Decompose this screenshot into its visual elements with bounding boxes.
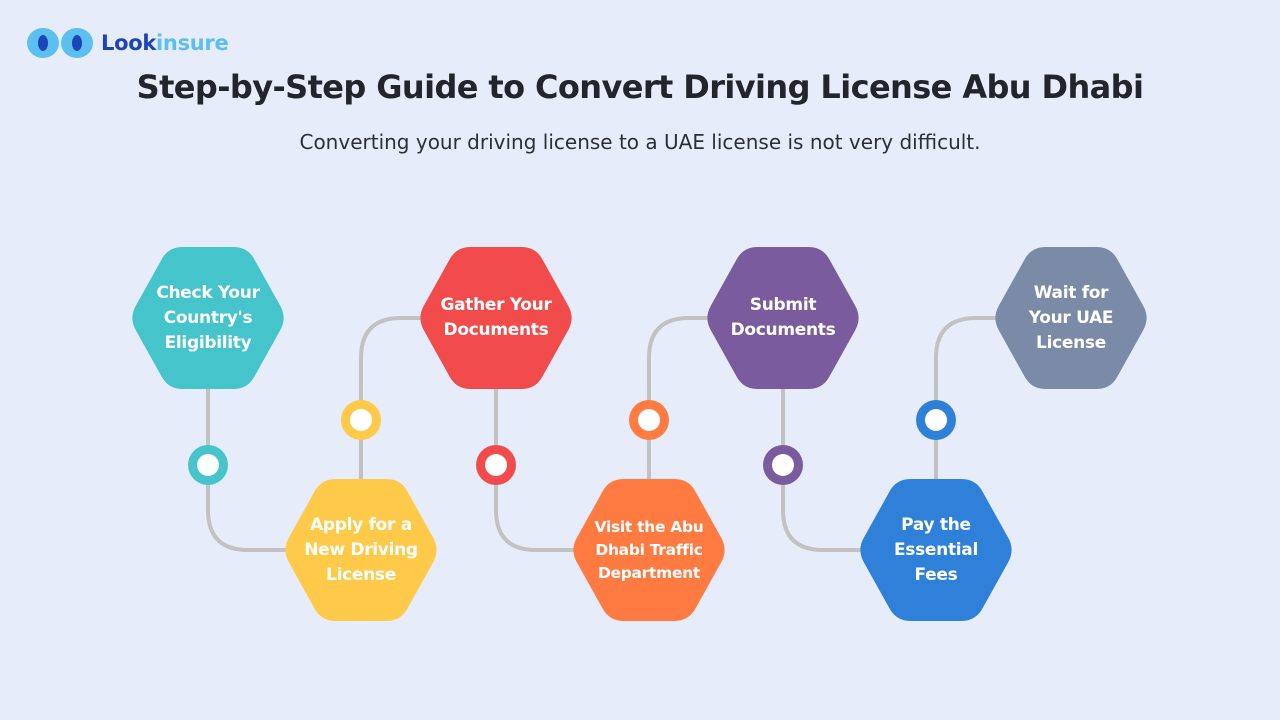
step-hexagon-4: [573, 479, 725, 621]
step-label-line: Wait for: [1033, 282, 1109, 303]
step-label-line: Submit: [749, 295, 817, 315]
connectors: [206, 316, 998, 552]
step-hexagon-6: [860, 479, 1012, 621]
step-label-line: Documents: [443, 320, 549, 340]
connector-line-6: [934, 316, 998, 481]
step-label-line: Documents: [730, 320, 836, 340]
connector-dot-center-1: [197, 454, 219, 476]
step-label-line: Department: [597, 563, 701, 582]
step-hexagon-5: [707, 247, 859, 389]
connector-line-3: [494, 387, 576, 552]
step-hexagon-3: [420, 247, 572, 389]
logo-wordmark: Lookinsure: [101, 31, 229, 55]
step-label-line: Eligibility: [164, 332, 252, 353]
connector-dot-center-4: [638, 409, 660, 431]
brand-logo[interactable]: Lookinsure: [27, 27, 229, 59]
logo-wordmark-part2: insure: [156, 31, 229, 55]
step-label-line: New Driving: [304, 539, 418, 560]
step-label-line: License: [326, 564, 396, 585]
step-label-line: Your UAE: [1028, 307, 1114, 328]
connector-dot-center-6: [925, 409, 947, 431]
step-label-line: Dhabi Traffic: [595, 540, 703, 559]
page-title: Step-by-Step Guide to Convert Driving Li…: [136, 68, 1144, 106]
connector-line-5: [781, 387, 863, 552]
connector-dot-center-2: [350, 409, 372, 431]
step-hexagon-2: [285, 479, 437, 621]
logo-eyes-icon: [27, 28, 93, 58]
connector-dots: [188, 400, 956, 485]
connector-line-4: [647, 316, 710, 481]
step-hexagons: [132, 247, 1147, 621]
step-hexagon-7: [995, 247, 1147, 389]
step-label-line: Country's: [163, 307, 253, 328]
page-subtitle: Converting your driving license to a UAE…: [299, 130, 981, 154]
connector-line-2: [359, 316, 423, 481]
step-hexagon-1: [132, 247, 284, 389]
connector-line-1: [206, 387, 288, 552]
step-label-line: Pay the: [901, 514, 971, 535]
step-label-line: Visit the Abu: [594, 517, 704, 536]
connector-dot-center-5: [772, 454, 794, 476]
logo-wordmark-part1: Look: [101, 31, 157, 55]
connector-dot-center-3: [485, 454, 507, 476]
step-label-line: Apply for a: [310, 514, 412, 535]
step-label-line: Check Your: [156, 282, 260, 303]
step-label-line: License: [1036, 332, 1106, 353]
step-label-line: Essential: [893, 539, 979, 560]
step-label-line: Gather Your: [440, 295, 552, 315]
step-label-line: Fees: [914, 564, 958, 585]
